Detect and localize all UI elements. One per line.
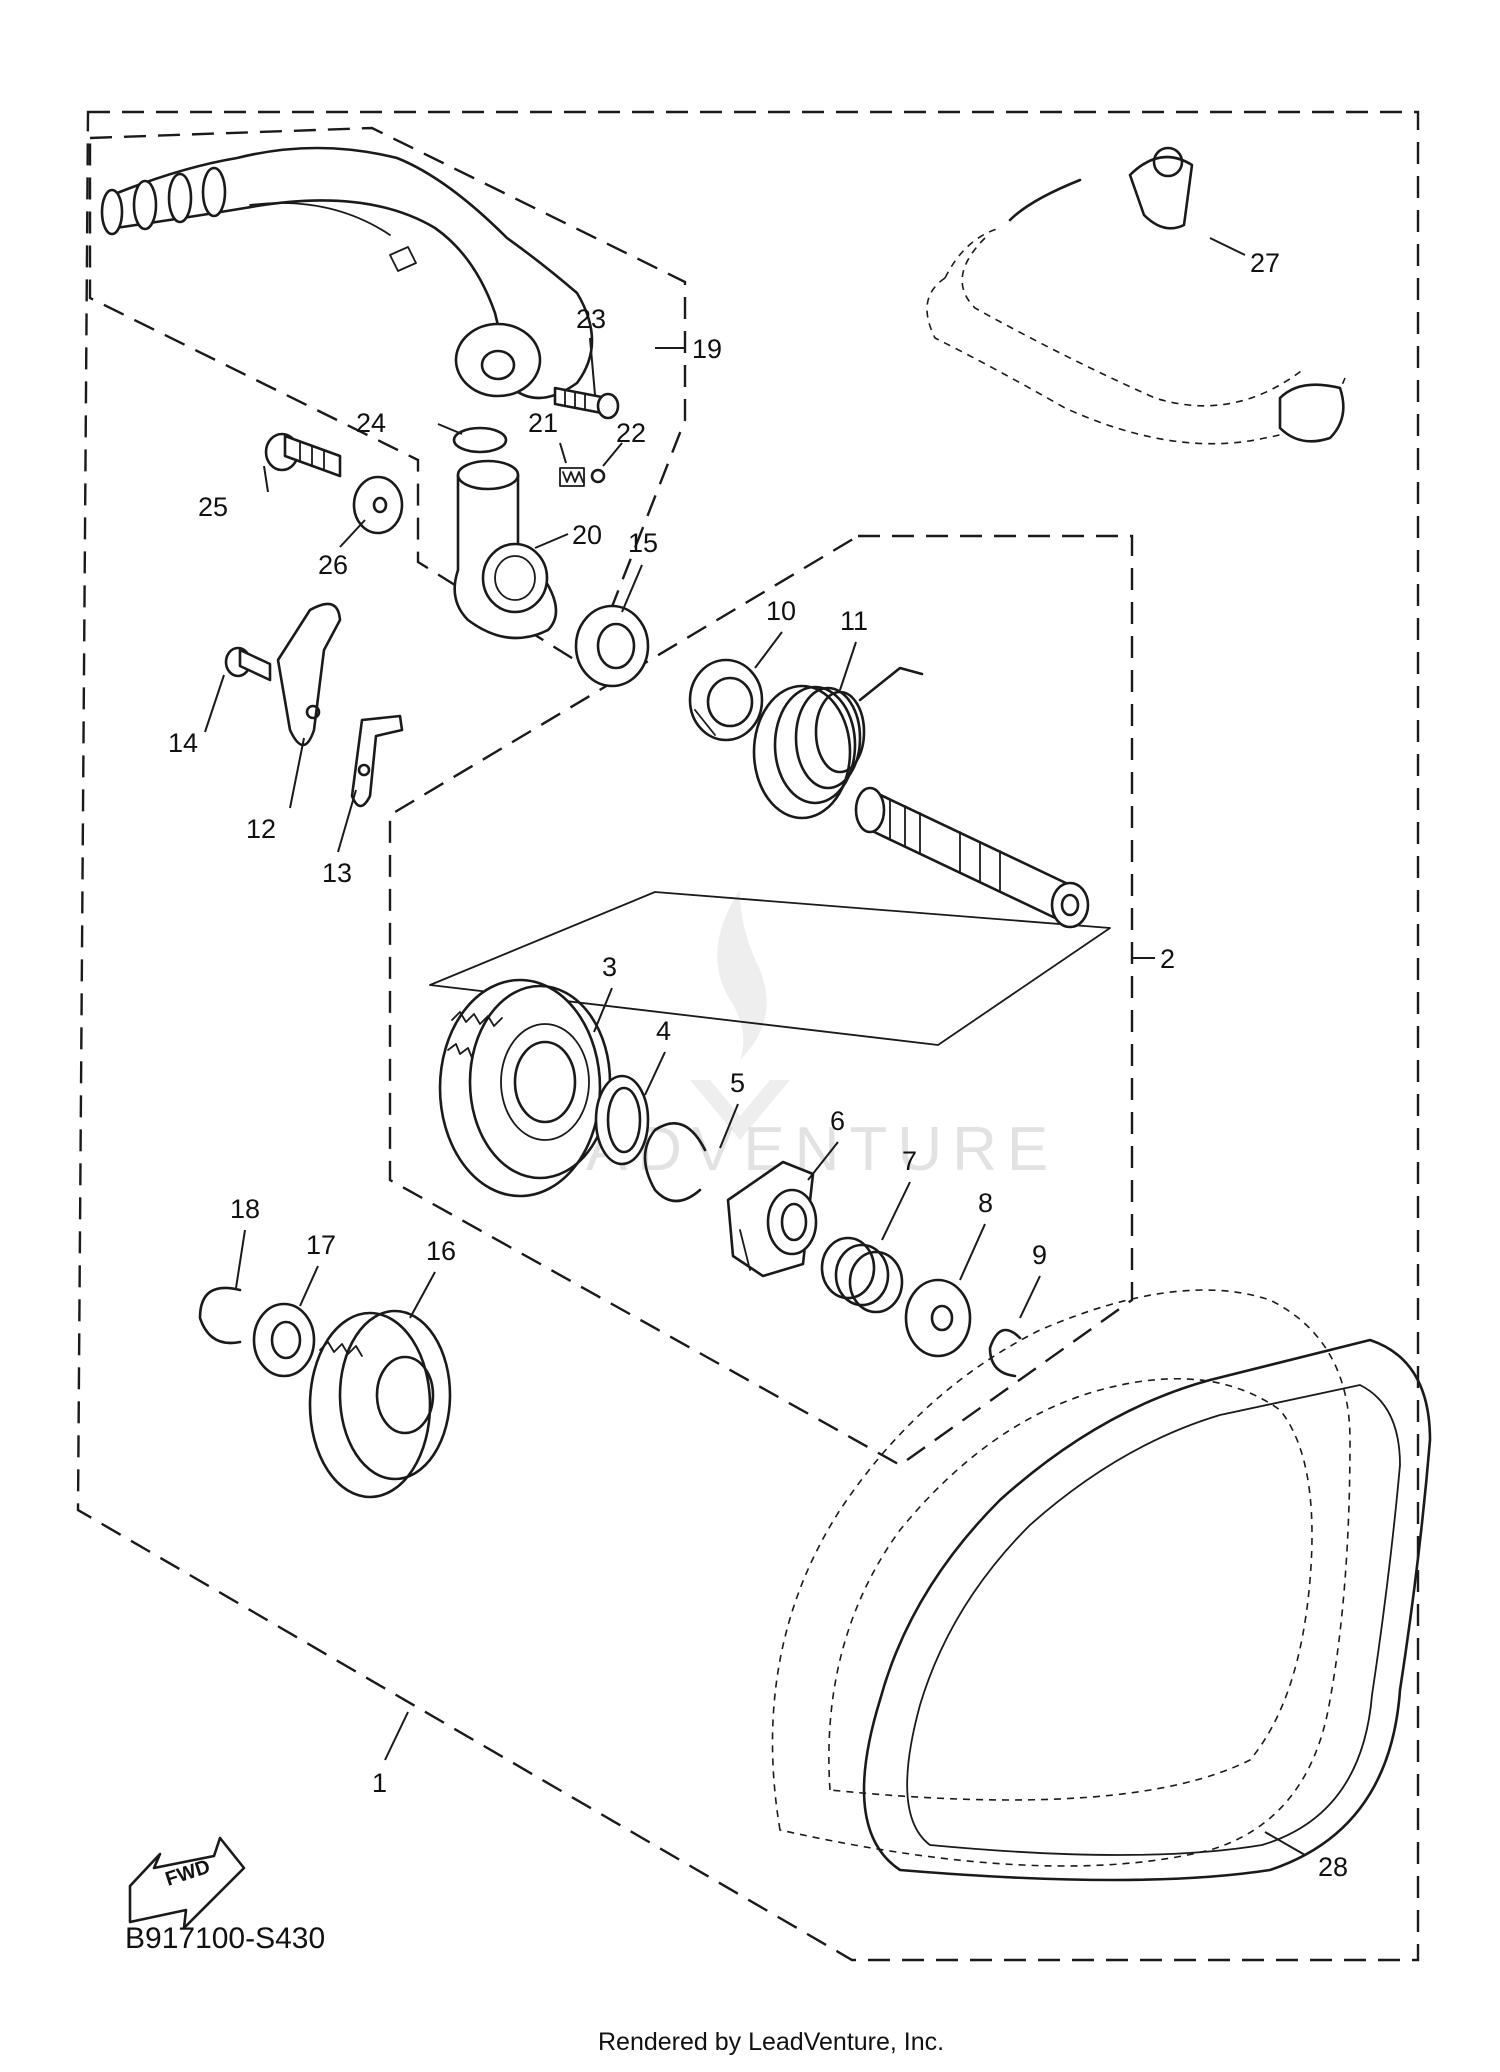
kick-crank-lever bbox=[100, 146, 594, 400]
callout-13: 13 bbox=[322, 858, 352, 888]
stopper-plate-13 bbox=[350, 714, 404, 808]
spring-21 bbox=[559, 467, 585, 487]
callout-14: 14 bbox=[168, 728, 198, 758]
callout-8: 8 bbox=[978, 1188, 993, 1218]
callout-28: 28 bbox=[1318, 1852, 1348, 1882]
oil-seal-15 bbox=[574, 604, 650, 688]
kick-gear-3 bbox=[438, 978, 612, 1198]
washer-26 bbox=[352, 475, 404, 535]
callout-3: 3 bbox=[602, 952, 617, 982]
stopper-plate-12 bbox=[276, 602, 342, 747]
breather-hose-27 bbox=[926, 146, 1346, 445]
callout-1: 1 bbox=[372, 1768, 387, 1798]
callout-16: 16 bbox=[426, 1236, 456, 1266]
torsion-spring-11 bbox=[752, 666, 924, 820]
circlip-18 bbox=[198, 1286, 242, 1345]
callout-15: 15 bbox=[628, 528, 658, 558]
callout-24: 24 bbox=[356, 408, 386, 438]
callout-12: 12 bbox=[246, 814, 276, 844]
crankcase-cover-28 bbox=[771, 1289, 1351, 1867]
callout-20: 20 bbox=[572, 520, 602, 550]
reference-plane bbox=[429, 891, 1111, 1046]
callout-23: 23 bbox=[576, 304, 606, 334]
callout-6: 6 bbox=[830, 1106, 845, 1136]
gasket-28 bbox=[862, 1338, 1432, 1882]
callout-21: 21 bbox=[528, 408, 558, 438]
washer-17 bbox=[252, 1302, 316, 1378]
assembly-outline-2 bbox=[388, 534, 1134, 1467]
leader-lines bbox=[204, 237, 1306, 1856]
callout-11: 11 bbox=[840, 606, 868, 636]
callout-2: 2 bbox=[1160, 944, 1175, 974]
callout-5: 5 bbox=[730, 1068, 745, 1098]
callout-4: 4 bbox=[656, 1016, 671, 1046]
callout-27: 27 bbox=[1250, 248, 1280, 278]
callout-17: 17 bbox=[306, 1230, 336, 1260]
callout-9: 9 bbox=[1032, 1240, 1047, 1270]
ball-22 bbox=[590, 468, 606, 484]
bolt-14 bbox=[224, 646, 272, 682]
ratchet-6 bbox=[726, 1160, 818, 1278]
idler-gear-16 bbox=[308, 1309, 452, 1499]
o-ring-24 bbox=[452, 426, 508, 454]
washer-8 bbox=[904, 1278, 972, 1358]
callout-7: 7 bbox=[902, 1146, 917, 1176]
collar-10 bbox=[688, 658, 764, 742]
callout-18: 18 bbox=[230, 1194, 260, 1224]
bolt-23 bbox=[553, 386, 620, 420]
assembly-outline-1 bbox=[76, 110, 1420, 1962]
callout-22: 22 bbox=[616, 418, 646, 448]
callout-25: 25 bbox=[198, 492, 228, 522]
callout-19: 19 bbox=[692, 334, 722, 364]
kick-boss-20 bbox=[453, 459, 558, 640]
circlip-5 bbox=[643, 1122, 707, 1203]
callout-labels: 1 2 3 4 5 6 7 8 9 10 11 12 13 14 15 16 1… bbox=[168, 248, 1348, 1882]
callout-26: 26 bbox=[318, 550, 348, 580]
render-credit: Rendered by LeadVenture, Inc. bbox=[598, 2028, 944, 2056]
drawing-code: B917100-S430 bbox=[125, 1922, 325, 1955]
forward-arrow-icon: FWD bbox=[128, 1836, 246, 1930]
callout-10: 10 bbox=[766, 596, 796, 626]
circlip-9 bbox=[988, 1328, 1022, 1378]
bolt-25 bbox=[264, 432, 342, 478]
spring-7 bbox=[820, 1236, 904, 1314]
kick-shaft bbox=[854, 786, 1090, 929]
